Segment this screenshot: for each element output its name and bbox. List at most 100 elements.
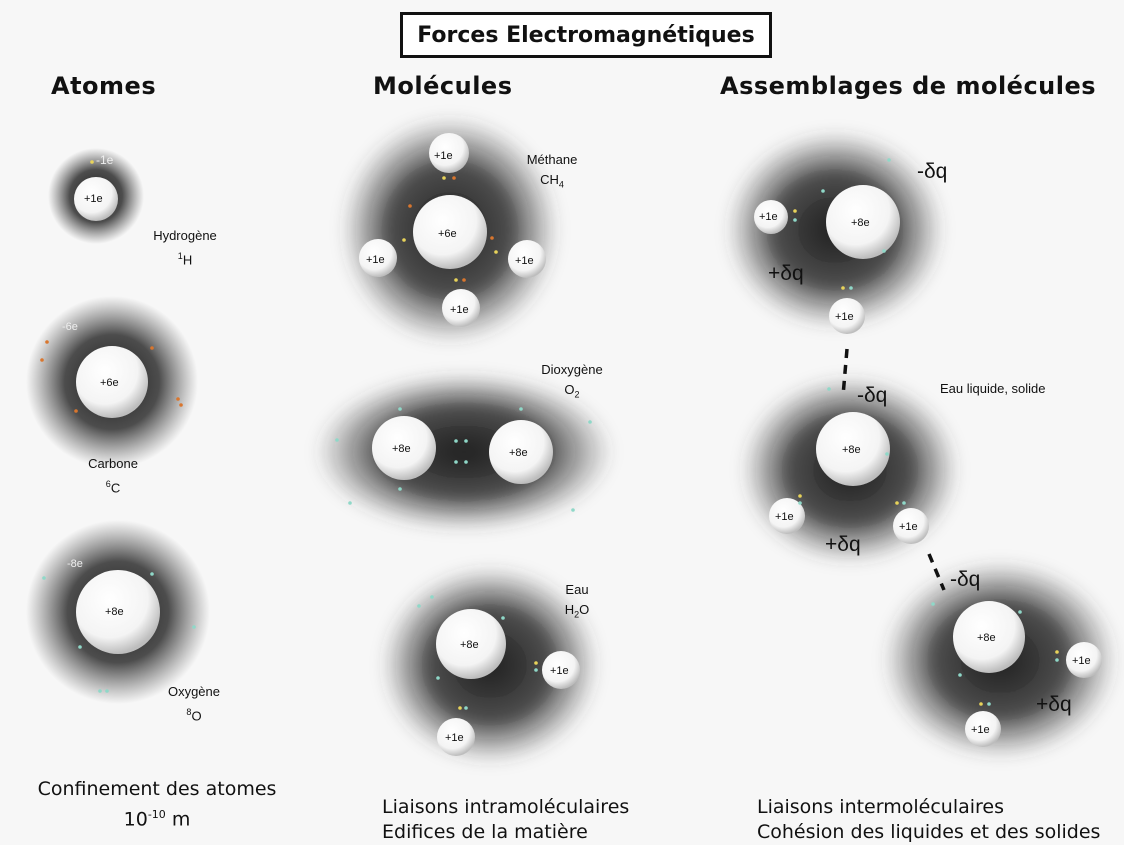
nucleus-hydrogen bbox=[437, 718, 475, 756]
charge-label: +8e bbox=[392, 443, 411, 455]
electron-dot bbox=[150, 572, 154, 576]
charge-label: +8e bbox=[105, 606, 124, 618]
nucleus-hydrogen bbox=[829, 298, 865, 334]
electron-dot bbox=[494, 250, 498, 254]
electron-dot bbox=[519, 407, 523, 411]
electron-dot bbox=[442, 176, 446, 180]
nucleus-oxygen bbox=[489, 420, 553, 484]
water-molecule-1 bbox=[725, 130, 945, 334]
atom-symbol: O bbox=[191, 708, 202, 724]
electron-dot bbox=[793, 218, 797, 222]
methane-molecule bbox=[340, 115, 560, 345]
atom-name: Carbone bbox=[88, 456, 138, 471]
electron-dot bbox=[462, 278, 466, 282]
dioxygen-molecule bbox=[314, 372, 614, 532]
nucleus-oxygen bbox=[826, 185, 900, 259]
electron-dot bbox=[98, 689, 102, 693]
electron-dot bbox=[534, 668, 538, 672]
column-title-assemblages: Assemblages de molécules bbox=[720, 72, 1097, 100]
formula-subscript: 4 bbox=[558, 179, 564, 190]
atom-name: Hydrogène bbox=[153, 228, 217, 243]
molecule-name: Méthane bbox=[526, 152, 578, 167]
charge-label: +1e bbox=[775, 511, 794, 523]
electron-dot bbox=[45, 340, 49, 344]
molecule-formula: O bbox=[579, 602, 590, 617]
electron-dot bbox=[42, 576, 46, 580]
atom-label-carbone: Carbone 6C bbox=[78, 454, 148, 498]
oxygen-atom bbox=[26, 520, 210, 704]
charge-label: +1e bbox=[366, 254, 385, 266]
electron-dot bbox=[849, 286, 853, 290]
nucleus-hydrogen bbox=[429, 133, 469, 173]
assemblage-label: Eau liquide, solide bbox=[940, 381, 1046, 396]
footer-scale-exponent: -10 bbox=[147, 808, 166, 821]
nucleus bbox=[74, 177, 118, 221]
nucleus-hydrogen bbox=[769, 498, 805, 534]
hydrogen-bond-2 bbox=[927, 553, 946, 591]
electron-dot bbox=[501, 616, 505, 620]
water-molecule-3 bbox=[882, 560, 1118, 760]
atom-number: 6 bbox=[105, 479, 111, 489]
charge-label: +1e bbox=[450, 304, 469, 316]
electron-dot bbox=[150, 346, 154, 350]
water-molecule-2 bbox=[740, 375, 960, 565]
electron-dot bbox=[90, 160, 94, 164]
electron-dot bbox=[348, 501, 352, 505]
electron-dot bbox=[436, 676, 440, 680]
electron-dot bbox=[464, 706, 468, 710]
nucleus-hydrogen bbox=[359, 239, 397, 277]
atom-label-oxygene: Oxygène 8O bbox=[154, 682, 234, 726]
charge-label: +1e bbox=[899, 521, 918, 533]
electron-dot bbox=[887, 158, 891, 162]
charge-label: +6e bbox=[438, 228, 457, 240]
nucleus-hydrogen bbox=[542, 651, 580, 689]
water-molecule bbox=[380, 565, 600, 765]
charge-label: +1e bbox=[84, 193, 103, 205]
electron-dot bbox=[958, 673, 962, 677]
nucleus-hydrogen bbox=[442, 289, 480, 327]
charge-label: +8e bbox=[509, 447, 528, 459]
electron-dot bbox=[408, 204, 412, 208]
electron-dot bbox=[490, 236, 494, 240]
electron-dot bbox=[398, 407, 402, 411]
electron-dot bbox=[454, 278, 458, 282]
electron-dot bbox=[827, 387, 831, 391]
electron-dot bbox=[979, 702, 983, 706]
electron-dot bbox=[454, 460, 458, 464]
footer-assemblages: Liaisons intermoléculaires Cohésion des … bbox=[757, 795, 1122, 845]
electron-dot bbox=[464, 460, 468, 464]
charge-label: +1e bbox=[971, 724, 990, 736]
atom-number: 8 bbox=[186, 707, 192, 717]
electron-dot bbox=[987, 702, 991, 706]
electron-dot bbox=[931, 602, 935, 606]
atom-symbol: C bbox=[110, 480, 121, 496]
partial-charge-positive: +δq bbox=[1036, 693, 1072, 716]
column-title-molecules: Molécules bbox=[373, 72, 513, 100]
partial-charge-negative: -δq bbox=[950, 568, 981, 591]
electron-dot bbox=[464, 439, 468, 443]
electron-dot bbox=[793, 209, 797, 213]
charge-label: +8e bbox=[977, 632, 996, 644]
electron-dot bbox=[798, 494, 802, 498]
nucleus-oxygen bbox=[816, 412, 890, 486]
molecule-label-methane: Méthane CH4 bbox=[512, 150, 592, 195]
charge-label: +6e bbox=[100, 377, 119, 389]
electron-dot bbox=[430, 595, 434, 599]
electron-dot bbox=[398, 487, 402, 491]
footer-text: Confinement des atomes bbox=[37, 778, 277, 800]
electron-dot bbox=[895, 501, 899, 505]
molecule-label-dioxygene: Dioxygène O2 bbox=[532, 360, 612, 405]
nucleus-oxygen bbox=[372, 416, 436, 480]
partial-charge-positive: +δq bbox=[768, 262, 804, 285]
footer-text: Liaisons intramoléculaires bbox=[382, 796, 630, 818]
electron-dot bbox=[571, 508, 575, 512]
electron-dot bbox=[821, 189, 825, 193]
hydrogen-bond-1 bbox=[841, 348, 849, 397]
electron-dot bbox=[78, 645, 82, 649]
electron-dot bbox=[454, 439, 458, 443]
electron-dot bbox=[885, 452, 889, 456]
atom-label-hydrogene: Hydrogène 1H bbox=[145, 226, 225, 270]
charge-label: +1e bbox=[759, 211, 778, 223]
nucleus bbox=[76, 346, 148, 418]
